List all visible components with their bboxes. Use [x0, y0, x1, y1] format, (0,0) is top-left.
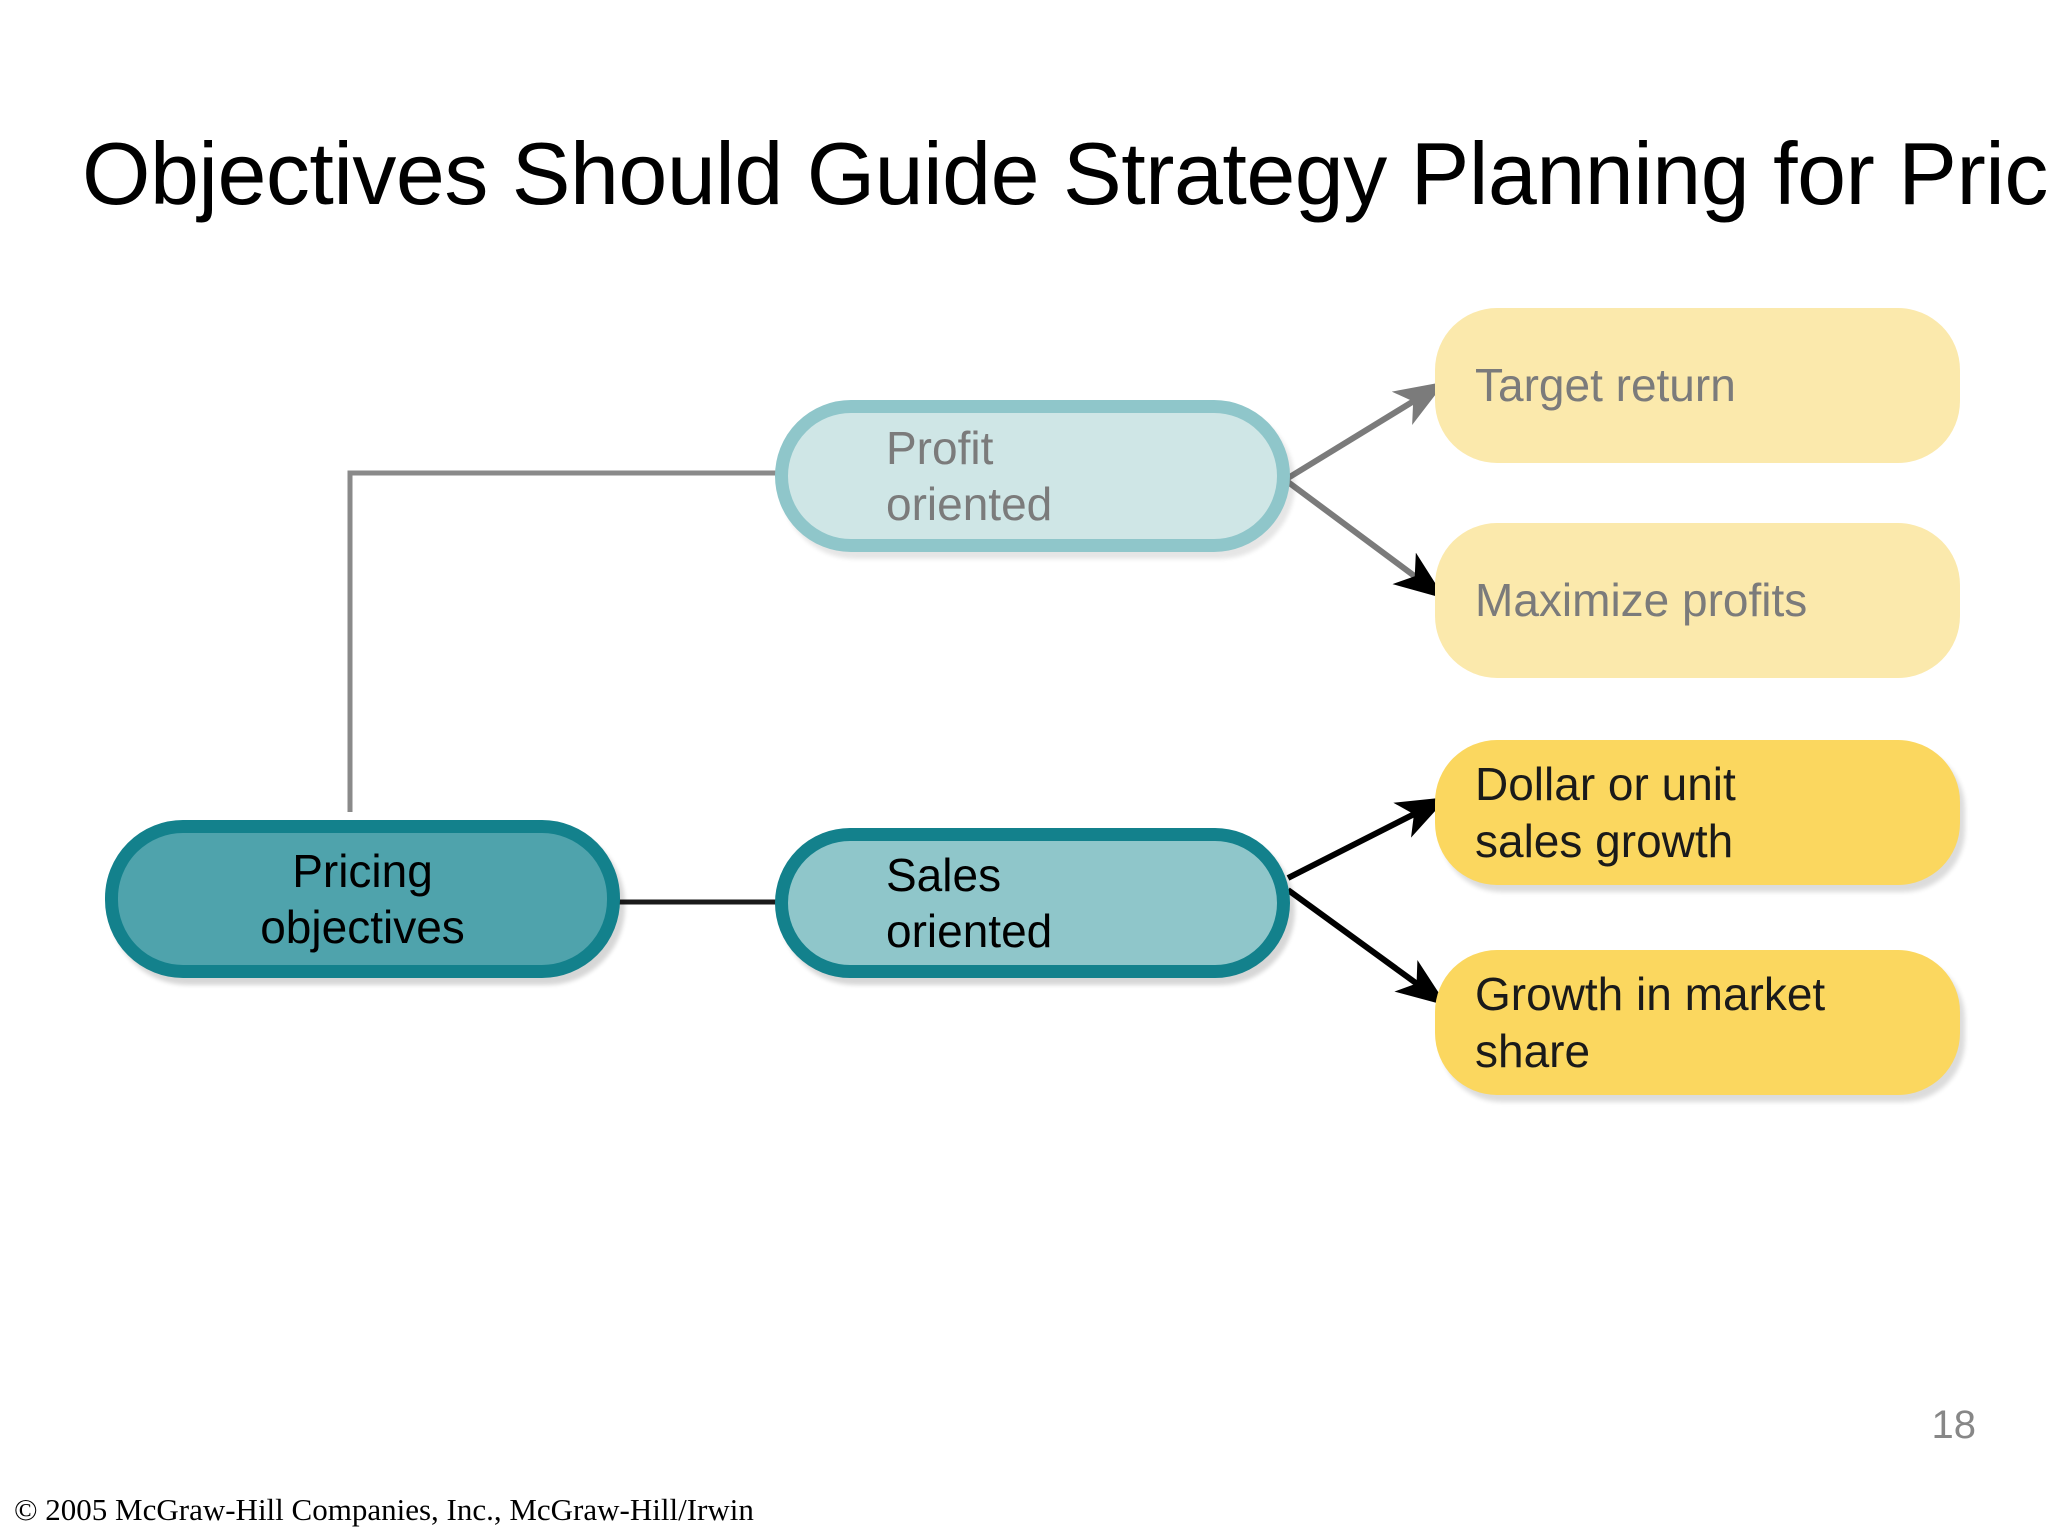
copyright-notice: © 2005 McGraw-Hill Companies, Inc., McGr… — [14, 1492, 754, 1527]
node-profit-oriented[interactable]: Profit oriented — [775, 400, 1290, 552]
arrow-sales-to-market-share — [1286, 887, 1448, 1006]
node-sales-oriented[interactable]: Sales oriented — [775, 828, 1290, 978]
connector-root-to-profit-oriented — [347, 470, 782, 812]
node-pricing-objectives[interactable]: Pricing objectives — [105, 820, 620, 978]
node-target-return[interactable]: Target return — [1435, 308, 1960, 463]
node-dollar-or-unit-sales-growth[interactable]: Dollar or unit sales growth — [1435, 740, 1960, 885]
page-number: 18 — [1931, 1403, 1977, 1447]
node-growth-in-market-share[interactable]: Growth in market share — [1435, 950, 1960, 1095]
arrow-profit-to-maximize-profits — [1286, 479, 1446, 599]
node-maximize-profits[interactable]: Maximize profits — [1435, 523, 1960, 678]
arrow-sales-to-sales-growth — [1286, 797, 1448, 881]
arrow-profit-to-target-return — [1286, 381, 1446, 481]
page-title: Objectives Should Guide Strategy Plannin… — [82, 124, 2048, 223]
